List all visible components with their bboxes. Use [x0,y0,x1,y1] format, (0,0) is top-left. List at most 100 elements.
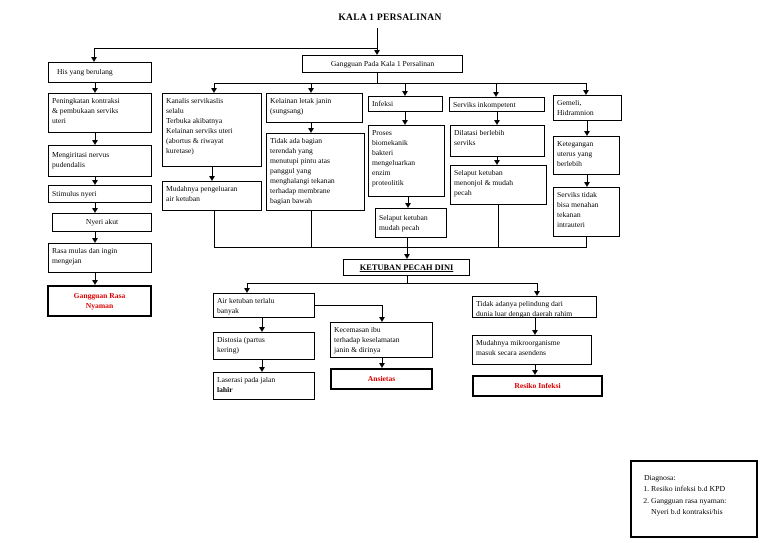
arrow-down-icon [308,128,314,133]
connector-line [382,305,383,317]
box-distosia: Distosia (partus kering) [213,332,315,360]
connector-line [95,177,96,180]
connector-line [587,175,588,182]
box-proses-biomekanik: Proses biomekanik bakteri mengeluarkan e… [368,125,445,197]
connector-line [94,48,378,49]
connector-line [214,247,587,248]
arrow-down-icon [92,140,98,145]
connector-line [214,83,587,84]
connector-line [408,197,409,203]
connector-line [586,237,587,247]
connector-line [262,360,263,367]
box-kelainan-letak-janin: Kelainan letak janin (sungsang) [266,93,363,123]
arrow-down-icon [402,120,408,125]
connector-line [95,232,96,238]
arrow-down-icon [92,238,98,243]
arrow-down-icon [91,57,97,62]
connector-line [407,276,408,283]
arrow-down-icon [92,88,98,93]
arrow-down-icon [379,363,385,368]
connector-line [497,112,498,120]
box-gemeli-hidramnion: Gemeli, Hidramnion [553,95,622,121]
box-mengiritasi-nervus: Mengiritasi nervus pudendalis [48,145,152,177]
box-diagnosa: Diagnosa: Resiko infeksi b.d KPD Ganggua… [630,460,758,538]
laserasi-line1: Laserasi pada jalan [217,375,276,384]
diagnosa-item: Gangguan rasa nyaman: Nyeri b.d kontraks… [651,495,752,518]
box-resiko-infeksi: Resiko Infeksi [472,375,603,397]
connector-line [214,211,215,247]
connector-line [311,211,312,247]
connector-line [95,83,96,88]
connector-line [377,73,378,83]
connector-line [535,365,536,370]
arrow-down-icon [379,317,385,322]
arrow-down-icon [494,120,500,125]
connector-line [95,273,96,280]
connector-line [95,203,96,208]
box-ansietas: Ansietas [330,368,433,390]
box-serviks-inkompetent: Serviks inkompetent [449,97,545,112]
box-rasa-mulas: Rasa mulas dan ingin mengejan [48,243,152,273]
box-kecemasan-ibu: Kecemasan ibu terhadap keselamatan janin… [330,322,433,358]
arrow-down-icon [92,280,98,285]
arrow-down-icon [92,180,98,185]
connector-line [311,83,312,88]
connector-line [405,112,406,120]
connector-line [212,167,213,176]
box-ketuban-pecah-dini: KETUBAN PECAH DINI [343,259,470,276]
connector-line [214,83,215,88]
box-tidak-ada-bagian-terendah: Tidak ada bagian terendah yang menutupi … [266,133,365,211]
arrow-down-icon [583,90,589,95]
box-selaput-ketuban-menonjol: Selaput ketuban menonjol & mudah pecah [450,165,547,205]
connector-line [407,238,408,247]
connector-line [586,83,587,90]
arrow-down-icon [584,182,590,187]
box-gangguan-rasa-nyaman: Gangguan Rasa Nyaman [47,285,152,317]
connector-line [262,318,263,327]
arrow-down-icon [244,288,250,293]
arrow-down-icon [259,327,265,332]
box-peningkatan-kontraksi: Peningkatan kontraksi & pembukaan servik… [48,93,152,133]
arrow-down-icon [534,291,540,296]
connector-line [247,283,248,288]
box-laserasi: Laserasi pada jalan lahir [213,372,315,400]
box-mudahnya-pengeluaran-air-ketuban: Mudahnya pengeluaran air ketuban [162,181,262,211]
connector-line [497,157,498,160]
box-stimulus-nyeri: Stimulus nyeri [48,185,152,203]
box-his-yang-berulang: His yang berulang [48,62,152,83]
connector-line [498,205,499,247]
arrow-down-icon [493,92,499,97]
connector-line [377,28,378,50]
arrow-down-icon [259,367,265,372]
box-serviks-tidak-bisa-menahan: Serviks tidak bisa menahan tekanan intra… [553,187,620,237]
arrow-down-icon [494,160,500,165]
connector-line [407,247,408,254]
arrow-down-icon [209,176,215,181]
box-air-ketuban-terlalu-banyak: Air ketuban terlalu banyak [213,293,315,318]
arrow-down-icon [211,88,217,93]
diagnosa-item: Resiko infeksi b.d KPD [651,483,752,494]
box-infeksi: Infeksi [368,96,443,112]
page-title: KALA 1 PERSALINAN [338,13,442,23]
box-gangguan-kala-1: Gangguan Pada Kala 1 Persalinan [302,55,463,73]
laserasi-line2: lahir [217,385,233,395]
connector-line [537,283,538,291]
diagnosa-title: Diagnosa: [644,473,676,482]
connector-line [247,283,538,284]
arrow-down-icon [584,131,590,136]
connector-line [94,48,95,57]
arrow-down-icon [405,203,411,208]
box-mudahnya-mikroorganisme: Mudahnya mikroorganisme masuk secara ase… [472,335,592,365]
box-selaput-ketuban-mudah-pecah: Selaput ketuban mudah pecah [375,208,447,238]
box-nyeri-akut: Nyeri akut [52,213,152,232]
arrow-down-icon [308,88,314,93]
arrow-down-icon [402,91,408,96]
diagnosa-list: Resiko infeksi b.d KPD Gangguan rasa nya… [638,483,752,517]
connector-line [496,83,497,92]
arrow-down-icon [532,370,538,375]
arrow-down-icon [92,208,98,213]
connector-line [405,83,406,91]
arrow-down-icon [404,254,410,259]
arrow-down-icon [532,330,538,335]
